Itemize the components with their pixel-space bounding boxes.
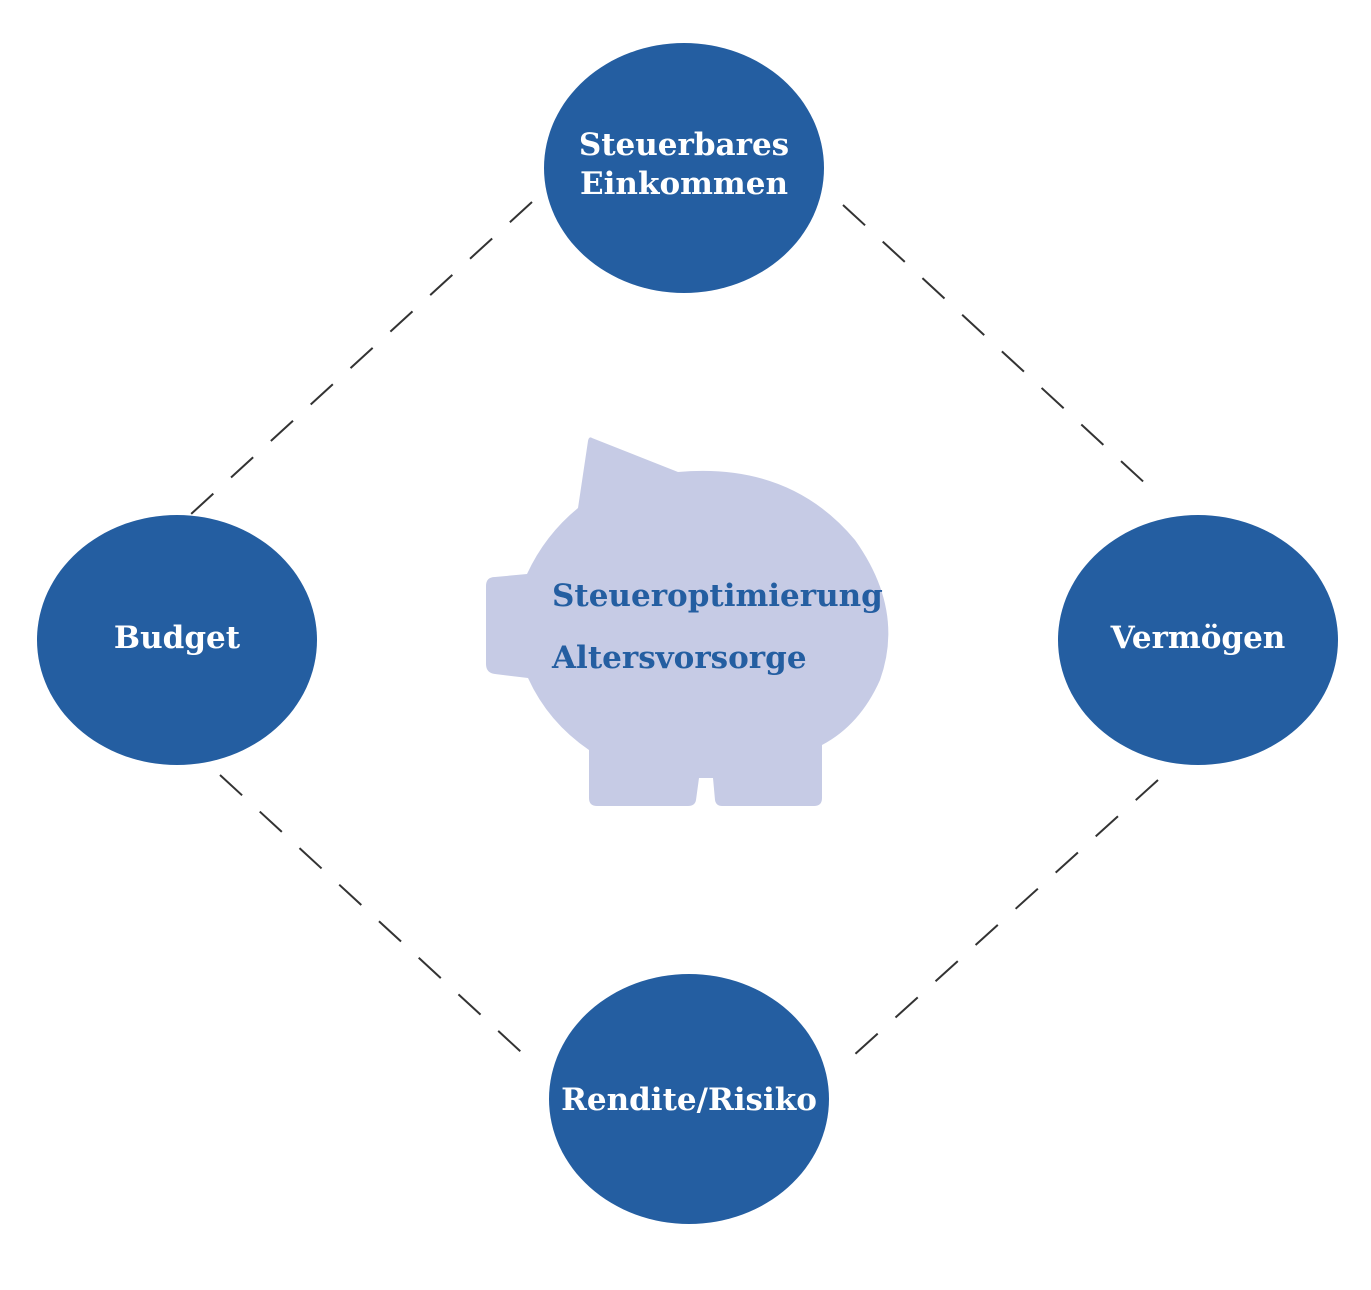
piggy-bank-icon: Steueroptimierung Altersvorsorge — [486, 437, 889, 806]
center-label-retirement: Altersvorsorge — [551, 640, 807, 676]
node-return-risk-label: Rendite/Risiko — [561, 1082, 817, 1118]
node-budget-circle — [37, 515, 317, 765]
node-taxable-income-circle — [544, 43, 824, 293]
node-taxable-income-label-line1: Steuerbares — [579, 127, 789, 163]
node-assets: Vermögen — [1058, 515, 1338, 765]
node-budget-label: Budget — [114, 620, 241, 656]
node-assets-circle — [1058, 515, 1338, 765]
connector-right-bottom — [842, 779, 1159, 1066]
node-return-risk-circle — [549, 974, 829, 1224]
piggy-bank-shape — [486, 437, 889, 806]
node-return-risk: Rendite/Risiko — [549, 974, 829, 1224]
connector-top-right — [842, 204, 1161, 498]
node-taxable-income-label-line2: Einkommen — [580, 166, 788, 202]
node-taxable-income: Steuerbares Einkommen — [544, 43, 824, 293]
center-label-tax-optimization: Steueroptimierung — [552, 578, 883, 614]
node-assets-label: Vermögen — [1110, 620, 1286, 656]
connector-left-bottom — [219, 774, 533, 1063]
node-budget: Budget — [37, 515, 317, 765]
connectors — [189, 201, 1161, 1066]
connector-top-left — [189, 201, 533, 516]
